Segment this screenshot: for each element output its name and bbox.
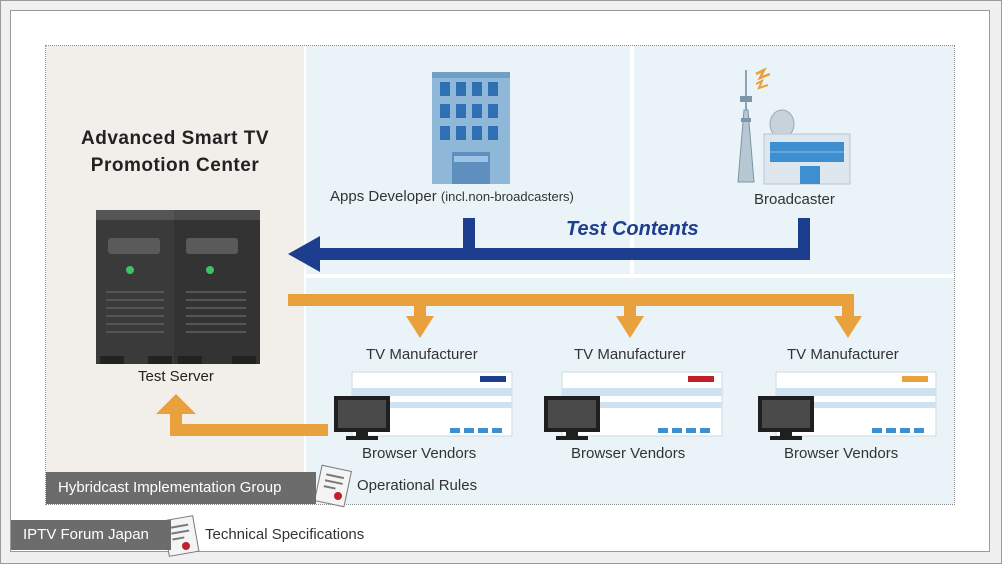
document-certificate-icon xyxy=(313,464,353,508)
broadcast-tower-icon xyxy=(737,67,851,185)
promotion-center-title: Advanced Smart TV Promotion Center xyxy=(46,125,304,179)
tv-monitor-icon xyxy=(544,396,600,440)
apps-developer-name: Apps Developer xyxy=(330,188,437,205)
tv-manufacturer-label-1: TV Manufacturer xyxy=(366,346,478,363)
browser-vendors-label-3: Browser Vendors xyxy=(784,445,899,462)
test-contents-arrow xyxy=(288,218,810,272)
apps-developer-note: (incl.non-broadcasters) xyxy=(440,189,574,204)
title-line-2: Promotion Center xyxy=(90,155,260,176)
return-arrow xyxy=(156,394,328,436)
hybridcast-region xyxy=(45,45,955,505)
distribution-arrow xyxy=(288,294,862,338)
operational-rules-label: Operational Rules xyxy=(357,477,478,494)
broadcaster-label: Broadcaster xyxy=(754,191,835,208)
hybridcast-group-label: Hybridcast Implementation Group xyxy=(46,472,316,504)
apps-developer-label: Apps Developer (incl.non-broadcasters) xyxy=(330,188,574,205)
test-contents-label: Test Contents xyxy=(566,218,699,240)
tv-manufacturer-label-3: TV Manufacturer xyxy=(787,346,899,363)
iptv-forum-label: IPTV Forum Japan xyxy=(11,520,171,550)
test-server-label: Test Server xyxy=(138,368,214,385)
browser-vendors-label-2: Browser Vendors xyxy=(571,445,686,462)
tv-monitor-icon xyxy=(758,396,814,440)
browser-vendors-label-1: Browser Vendors xyxy=(362,445,477,462)
technical-specifications-label: Technical Specifications xyxy=(205,526,365,543)
tv-monitor-icon xyxy=(334,396,390,440)
tv-manufacturer-label-2: TV Manufacturer xyxy=(574,346,686,363)
title-line-1: Advanced Smart TV xyxy=(81,128,269,149)
office-building-icon xyxy=(432,72,510,184)
server-rack-icon xyxy=(96,210,260,364)
